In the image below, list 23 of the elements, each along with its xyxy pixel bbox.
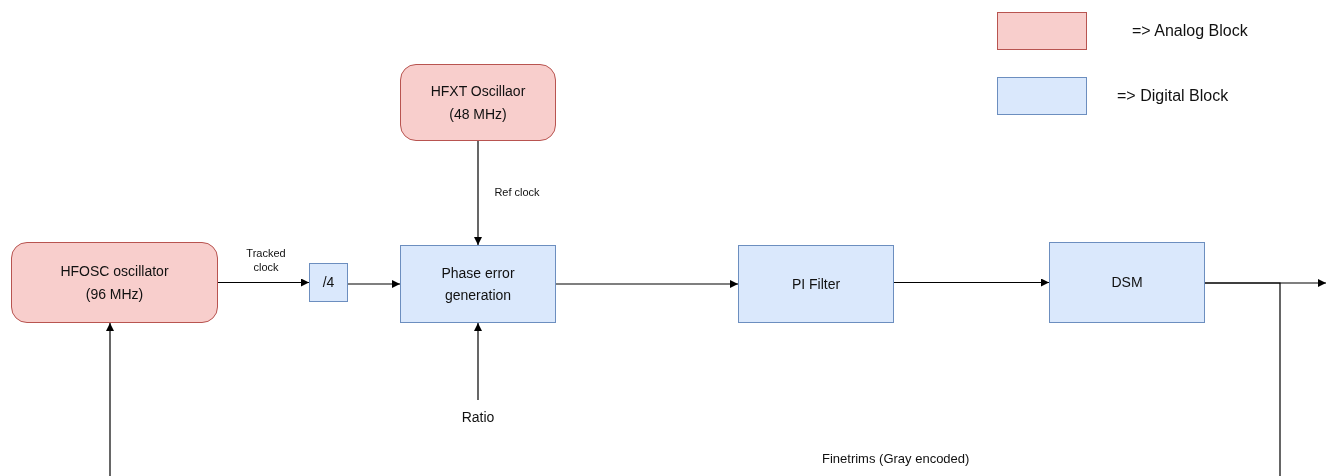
block-label: /4	[322, 273, 335, 293]
legend-label: => Digital Block	[1117, 87, 1229, 105]
signal-label: Finetrims (Gray encoded)	[822, 451, 970, 466]
block-label: Phase error generation	[440, 263, 516, 305]
arrow	[474, 322, 482, 401]
arrow	[217, 278, 310, 287]
arrow	[555, 280, 739, 288]
arrow	[106, 322, 114, 476]
legend-label: => Analog Block	[1132, 22, 1248, 40]
analog-block	[11, 242, 218, 323]
digital-block	[1049, 242, 1205, 323]
block-label: DSM	[1111, 273, 1143, 293]
digital-block	[309, 263, 348, 302]
arrow	[347, 280, 401, 288]
digital-block	[738, 245, 894, 323]
digital-block	[400, 245, 556, 323]
block-label: Ratio	[461, 407, 495, 427]
block-label: PI Filter	[791, 274, 841, 294]
arrow	[474, 140, 482, 246]
block-label: HFOSC oscillator (96 MHz)	[59, 262, 170, 304]
arrow	[893, 278, 1050, 287]
block-label: HFXT Oscillaor (48 MHz)	[429, 82, 527, 124]
analog-block	[400, 64, 556, 141]
